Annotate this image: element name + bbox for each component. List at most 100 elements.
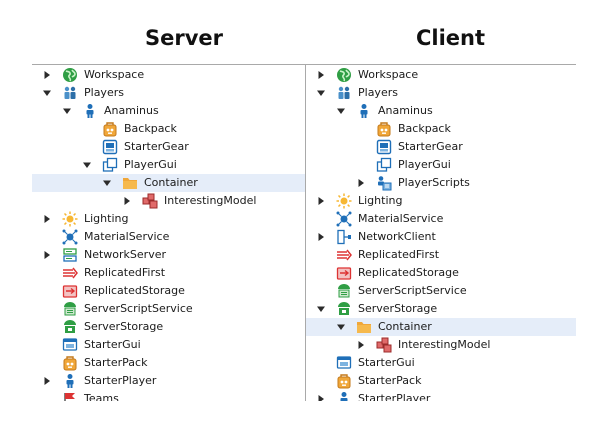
- client-tree-item-serverstorage[interactable]: ServerStorage: [306, 300, 576, 318]
- startergui-icon: [336, 355, 352, 371]
- server-tree-item-backpack[interactable]: Backpack: [32, 120, 305, 138]
- server-tree-item-workspace[interactable]: Workspace: [32, 66, 305, 84]
- tree-item-label: Anaminus: [378, 104, 433, 117]
- client-tree-item-replicatedstorage[interactable]: ReplicatedStorage: [306, 264, 576, 282]
- expand-arrow-open-icon[interactable]: [42, 88, 52, 98]
- client-tree-item-lighting[interactable]: Lighting: [306, 192, 576, 210]
- tree-item-label: Lighting: [358, 194, 403, 207]
- tree-item-label: Container: [144, 176, 198, 189]
- workspace-icon: [336, 67, 352, 83]
- client-tree-item-networkclient[interactable]: NetworkClient: [306, 228, 576, 246]
- tree-item-label: Lighting: [84, 212, 129, 225]
- tree-item-label: StarterPack: [84, 356, 148, 369]
- client-tree-item-workspace[interactable]: Workspace: [306, 66, 576, 84]
- player-icon: [62, 373, 78, 389]
- client-tree-item-playergui[interactable]: PlayerGui: [306, 156, 576, 174]
- client-tree-item-materialservice[interactable]: MaterialService: [306, 210, 576, 228]
- folder-icon: [122, 175, 138, 191]
- server-tree-item-serverscriptservice[interactable]: ServerScriptService: [32, 300, 305, 318]
- lighting-icon: [336, 193, 352, 209]
- tree-item-label: Players: [358, 86, 398, 99]
- expand-arrow-closed-icon[interactable]: [316, 394, 326, 401]
- server-tree-item-replicatedfirst[interactable]: ReplicatedFirst: [32, 264, 305, 282]
- server-tree-item-teams[interactable]: Teams: [32, 390, 305, 401]
- workspace-icon: [62, 67, 78, 83]
- expand-arrow-closed-icon[interactable]: [316, 70, 326, 80]
- tree-item-label: Anaminus: [104, 104, 159, 117]
- client-tree-item-startergui[interactable]: StarterGui: [306, 354, 576, 372]
- server-tree-item-playergui[interactable]: PlayerGui: [32, 156, 305, 174]
- tree-item-label: Workspace: [84, 68, 145, 81]
- expand-arrow-closed-icon[interactable]: [316, 232, 326, 242]
- expand-arrow-closed-icon[interactable]: [356, 178, 366, 188]
- server-tree-item-materialservice[interactable]: MaterialService: [32, 228, 305, 246]
- server-tree-item-container[interactable]: Container: [32, 174, 305, 192]
- server-tree-item-networkserver[interactable]: NetworkServer: [32, 246, 305, 264]
- backpack-icon: [102, 121, 118, 137]
- server-tree-item-startergui[interactable]: StarterGui: [32, 336, 305, 354]
- expand-arrow-open-icon[interactable]: [336, 322, 346, 332]
- client-heading: Client: [416, 26, 486, 50]
- expand-arrow-open-icon[interactable]: [62, 106, 72, 116]
- expand-arrow-closed-icon[interactable]: [42, 70, 52, 80]
- expand-arrow-open-icon[interactable]: [316, 304, 326, 314]
- startergear-icon: [102, 139, 118, 155]
- player-icon: [356, 103, 372, 119]
- lighting-icon: [62, 211, 78, 227]
- expand-arrow-closed-icon[interactable]: [42, 250, 52, 260]
- server-tree-item-lighting[interactable]: Lighting: [32, 210, 305, 228]
- client-tree-item-backpack[interactable]: Backpack: [306, 120, 576, 138]
- serverstorage-icon: [62, 319, 78, 335]
- tree-item-label: NetworkClient: [358, 230, 436, 243]
- client-tree-item-playerscripts[interactable]: PlayerScripts: [306, 174, 576, 192]
- client-tree-item-starterplayer[interactable]: StarterPlayer: [306, 390, 576, 401]
- tree-item-label: StarterGear: [398, 140, 463, 153]
- tree-item-label: StarterPlayer: [358, 392, 431, 401]
- expand-arrow-closed-icon[interactable]: [122, 196, 132, 206]
- client-tree-item-interestingmodel[interactable]: InterestingModel: [306, 336, 576, 354]
- server-tree-item-starterpack[interactable]: StarterPack: [32, 354, 305, 372]
- players-icon: [62, 85, 78, 101]
- server-tree-item-replicatedstorage[interactable]: ReplicatedStorage: [32, 282, 305, 300]
- expand-arrow-open-icon[interactable]: [82, 160, 92, 170]
- tree-item-label: StarterGui: [358, 356, 415, 369]
- server-tree-item-serverstorage[interactable]: ServerStorage: [32, 318, 305, 336]
- teams-icon: [62, 391, 78, 401]
- client-tree-item-container[interactable]: Container: [306, 318, 576, 336]
- client-tree-item-anaminus[interactable]: Anaminus: [306, 102, 576, 120]
- server-tree-item-interestingmodel[interactable]: InterestingModel: [32, 192, 305, 210]
- client-tree-item-serverscriptservice[interactable]: ServerScriptService: [306, 282, 576, 300]
- expand-arrow-closed-icon[interactable]: [316, 196, 326, 206]
- server-tree-item-startergear[interactable]: StarterGear: [32, 138, 305, 156]
- server-heading: Server: [145, 26, 224, 50]
- tree-item-label: Container: [378, 320, 432, 333]
- expand-arrow-open-icon[interactable]: [316, 88, 326, 98]
- expand-arrow-open-icon[interactable]: [102, 178, 112, 188]
- server-tree-item-anaminus[interactable]: Anaminus: [32, 102, 305, 120]
- replicatedstorage-icon: [62, 283, 78, 299]
- networkserver-icon: [62, 247, 78, 263]
- expand-arrow-closed-icon[interactable]: [356, 340, 366, 350]
- materialservice-icon: [336, 211, 352, 227]
- client-tree-item-startergear[interactable]: StarterGear: [306, 138, 576, 156]
- tree-item-label: PlayerScripts: [398, 176, 470, 189]
- expand-arrow-closed-icon[interactable]: [42, 214, 52, 224]
- tree-item-label: InterestingModel: [398, 338, 491, 351]
- client-tree-item-starterpack[interactable]: StarterPack: [306, 372, 576, 390]
- server-tree-item-starterplayer[interactable]: StarterPlayer: [32, 372, 305, 390]
- expand-arrow-closed-icon[interactable]: [42, 376, 52, 386]
- replicatedstorage-icon: [336, 265, 352, 281]
- tree-item-label: Backpack: [124, 122, 177, 135]
- client-tree-item-replicatedfirst[interactable]: ReplicatedFirst: [306, 246, 576, 264]
- tree-item-label: Workspace: [358, 68, 419, 81]
- networkclient-icon: [336, 229, 352, 245]
- server-tree-item-players[interactable]: Players: [32, 84, 305, 102]
- backpack-icon: [336, 373, 352, 389]
- client-tree-item-players[interactable]: Players: [306, 84, 576, 102]
- tree-item-label: NetworkServer: [84, 248, 167, 261]
- tree-item-label: Teams: [84, 392, 119, 401]
- expand-arrow-open-icon[interactable]: [336, 106, 346, 116]
- tree-item-label: ServerScriptService: [84, 302, 193, 315]
